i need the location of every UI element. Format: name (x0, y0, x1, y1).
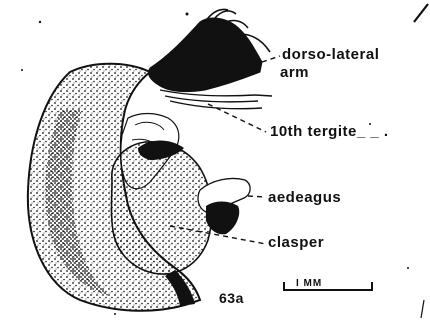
corner-mark (421, 300, 424, 318)
leader-dorso-lateral (262, 56, 280, 62)
label-clasper: clasper (268, 234, 324, 251)
figure-number: 63a (219, 290, 244, 307)
clasper-shape (112, 142, 212, 274)
scale-bar-label: I MM (296, 275, 322, 292)
dorso-lateral-arm-shape (148, 18, 262, 92)
corner-stroke (414, 4, 428, 22)
label-arm: arm (280, 64, 309, 81)
label-10th-tergite: 10th tergite_ _ . (270, 123, 389, 140)
label-aedeagus: aedeagus (268, 189, 341, 206)
arm-filaments (160, 90, 272, 109)
leader-aedeagus (248, 196, 266, 197)
label-dorso-lateral: dorso-lateral (282, 46, 379, 63)
